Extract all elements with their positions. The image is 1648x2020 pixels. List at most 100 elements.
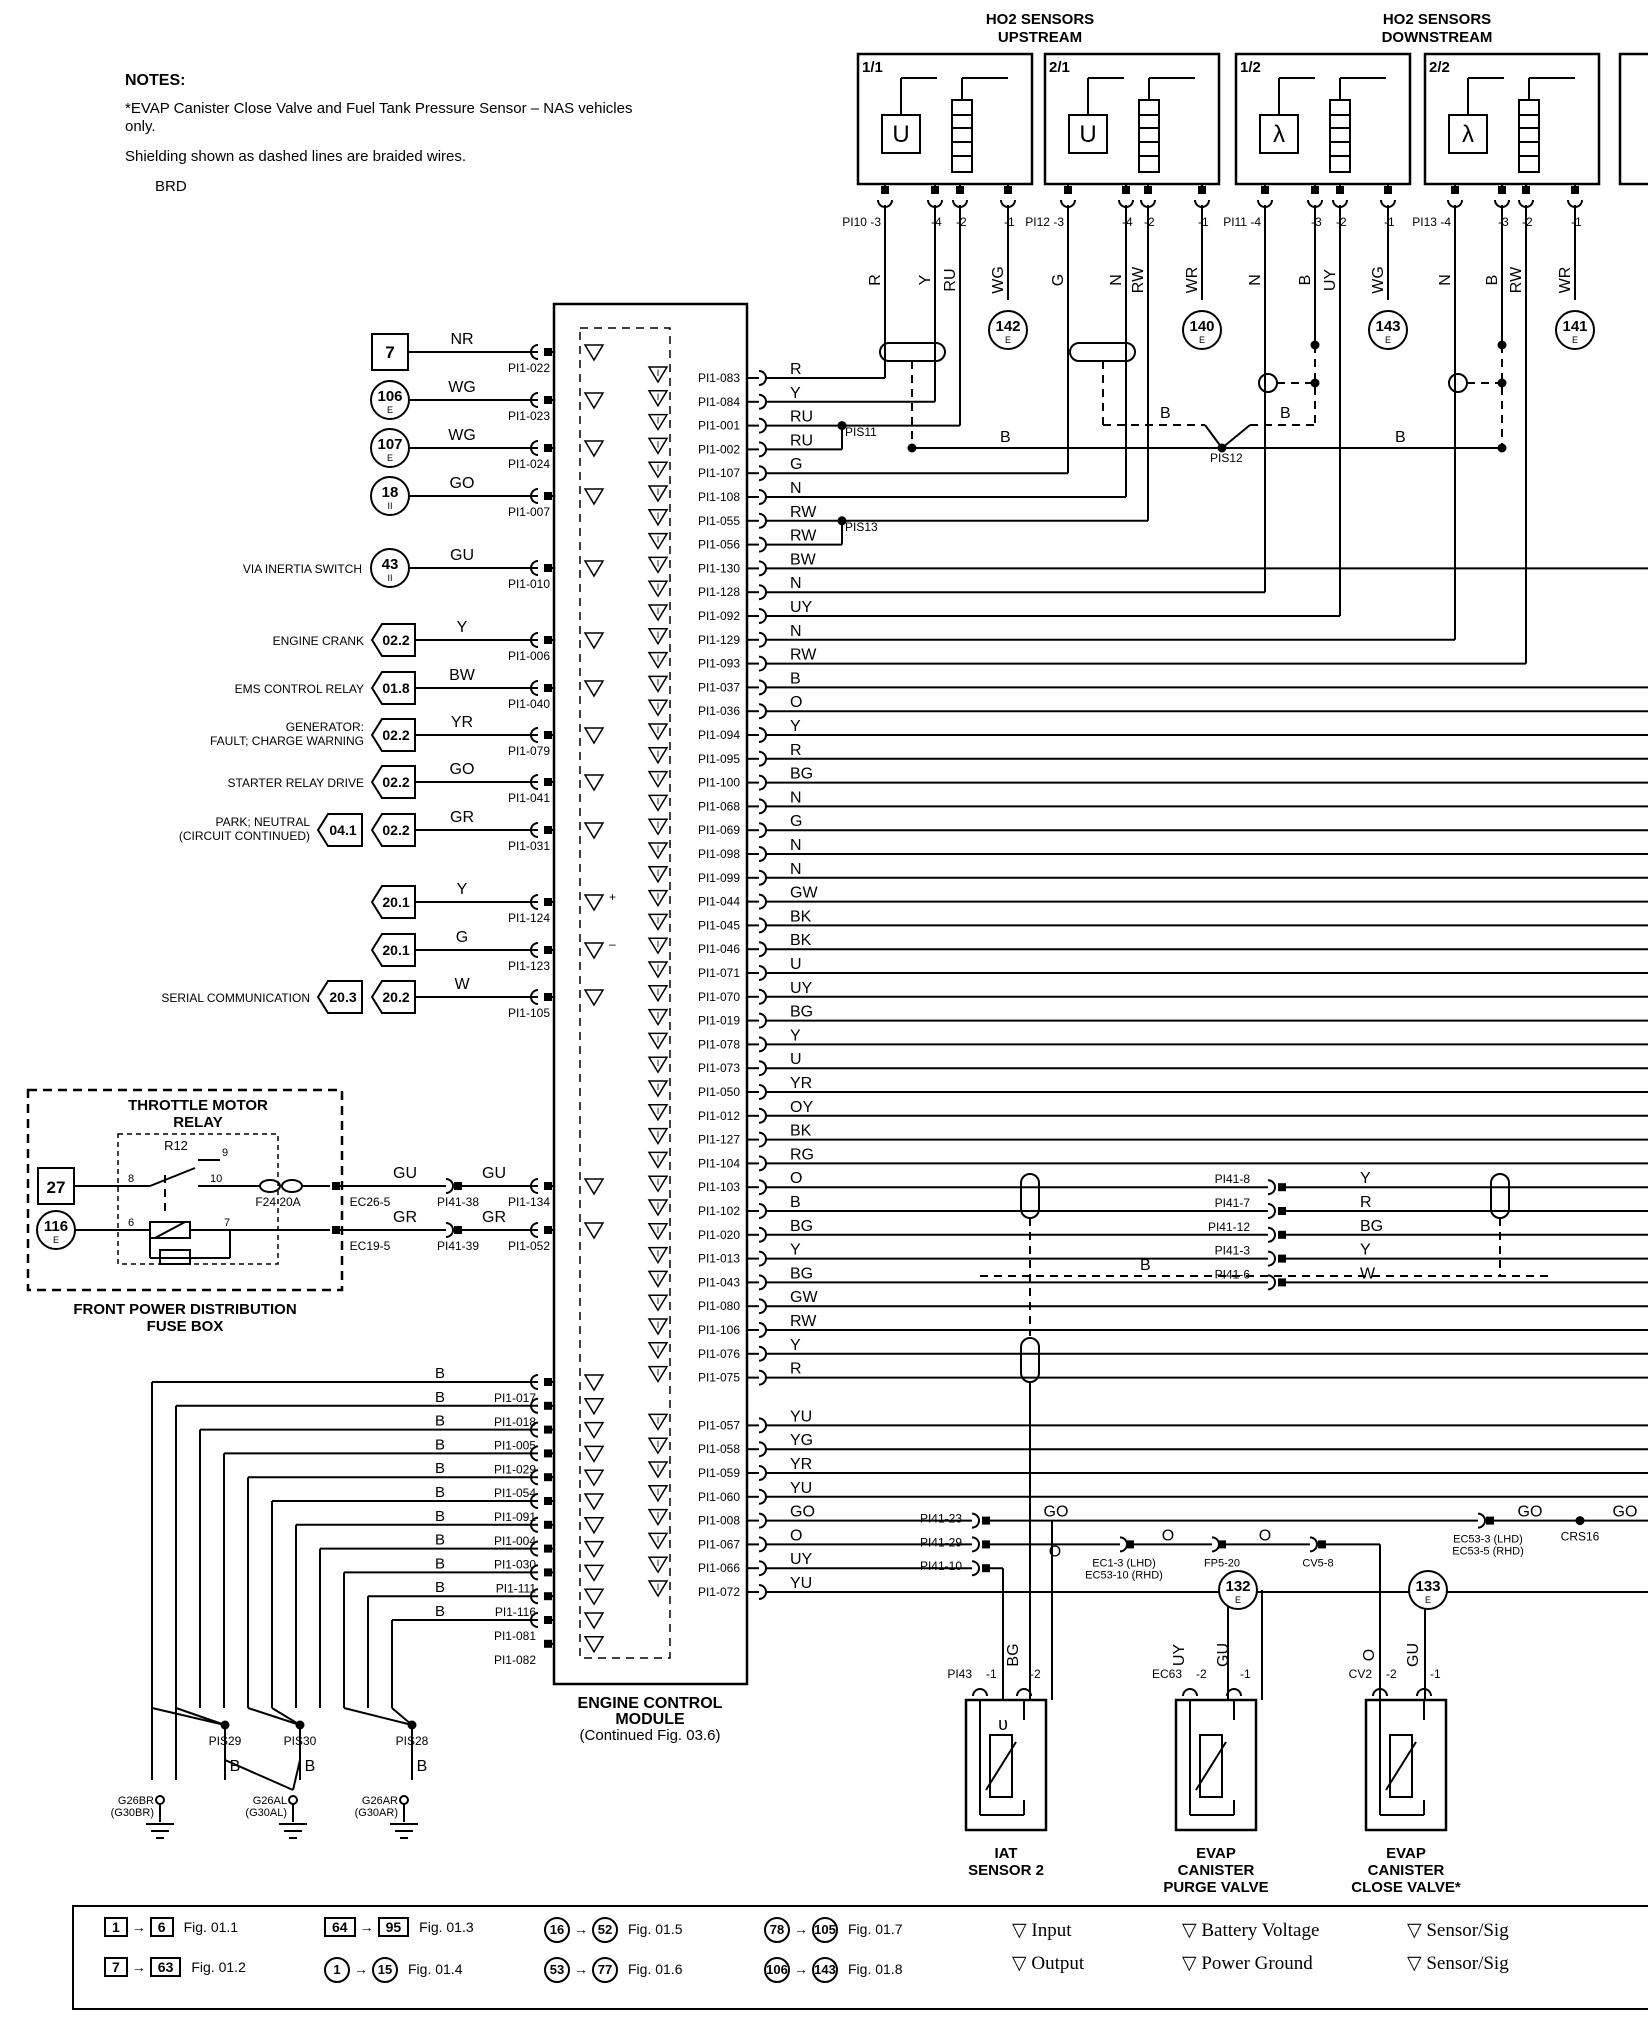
wire-color-label: B xyxy=(435,1555,445,1572)
pin-terminal xyxy=(758,1155,767,1172)
wire-color-label: YU xyxy=(790,1575,812,1592)
wire-color-label: BK xyxy=(790,932,812,949)
pin-polarity: + xyxy=(609,890,616,904)
wire-color-label: B xyxy=(1000,429,1011,446)
ecm-pin-label: PI1-083 xyxy=(698,371,740,385)
ground-terminal xyxy=(399,1795,409,1805)
ecm-label: ENGINE CONTROL xyxy=(578,1695,723,1712)
wire-color-label: B xyxy=(435,1365,445,1382)
component-ref xyxy=(1408,1570,1448,1610)
pin-type-mark: I xyxy=(657,535,660,545)
ref-arrow xyxy=(316,813,363,847)
pin-terminal xyxy=(758,1441,767,1458)
pin-type-icon xyxy=(647,1080,669,1098)
ho2-sensor-box xyxy=(1423,52,1601,186)
ecm-pin-label: PI1-013 xyxy=(698,1252,740,1266)
pin-type-mark: I xyxy=(657,963,660,973)
sensor-pin-terminal xyxy=(877,199,893,208)
wire-color-label: GR xyxy=(450,809,474,826)
wire-color-label: RW xyxy=(790,647,817,664)
wire-color-label: N xyxy=(790,861,802,878)
ground-label: G26BR xyxy=(118,1795,154,1807)
wire-color-label: B xyxy=(435,1460,445,1477)
pin-type-icon xyxy=(647,1318,669,1336)
ho2-ref-circle xyxy=(1182,310,1222,350)
fuse-box-label: FRONT POWER DISTRIBUTION xyxy=(73,1301,296,1318)
wire-color-label: BK xyxy=(790,908,812,925)
pin-type-mark: I xyxy=(657,392,660,402)
connector-ec1 xyxy=(1119,1536,1128,1553)
legend-from: 78 xyxy=(764,1917,790,1943)
pin-type-icon xyxy=(583,1517,605,1535)
pin-terminal xyxy=(758,536,767,553)
ecm-box xyxy=(552,302,749,1686)
sensor-wire-color: WR xyxy=(1184,267,1201,294)
ecm-label: MODULE xyxy=(615,1711,685,1728)
sensor-wire-color: N xyxy=(1437,274,1454,286)
ho2-header: HO2 SENSORS xyxy=(986,11,1094,28)
pin-type-icon xyxy=(647,1365,669,1384)
wire-color-label: BG xyxy=(790,1265,813,1282)
pin-type-mark: I xyxy=(657,796,660,806)
pin-terminal xyxy=(758,631,767,648)
sensor-pin: -2 xyxy=(956,215,967,229)
pin-terminal xyxy=(758,1274,767,1291)
pin-type-icon xyxy=(647,866,669,884)
pin-type-icon xyxy=(647,1104,669,1122)
legend-symbol: ▽ Battery Voltage xyxy=(1182,1920,1320,1941)
ecm-pin-label: PI1-046 xyxy=(698,942,740,956)
wire-color-label: B xyxy=(230,1758,241,1775)
component-diag xyxy=(1195,1741,1227,1791)
pin-terminal xyxy=(758,608,767,624)
ref-arrow xyxy=(316,980,363,1014)
sensor-pin: -2 xyxy=(1144,215,1155,229)
sensor-wire-color: G xyxy=(1050,274,1067,286)
pin-type-icon xyxy=(647,1580,669,1598)
pi41-wire-color: R xyxy=(1360,1194,1372,1211)
wire-color-label: O xyxy=(1361,1649,1378,1661)
sensor-pin: PI13 -4 xyxy=(1412,215,1451,229)
wire-color-label: B xyxy=(435,1532,445,1549)
ecm-left-pin: PI1-005 xyxy=(494,1439,536,1453)
wire-color-label: O xyxy=(1049,1543,1061,1560)
component-name: CANISTER xyxy=(1178,1862,1255,1879)
ref-number: 7 xyxy=(385,343,394,362)
pin-type-icon xyxy=(647,1485,669,1503)
wire-color-label: N xyxy=(790,837,802,854)
arrow-icon: → xyxy=(794,1961,808,1977)
splice-label: CRS16 xyxy=(1561,1530,1600,1544)
component-pin-label: -2 xyxy=(1386,1667,1397,1681)
legend-from: 64 xyxy=(324,1917,356,1937)
pin-type-mark: I xyxy=(657,654,660,664)
pin-terminal xyxy=(758,1203,767,1219)
splice-dot xyxy=(837,516,847,526)
wire-color-label: GU xyxy=(1405,1643,1422,1667)
wire-color-label: B xyxy=(435,1579,445,1596)
component-pin-label: -2 xyxy=(1196,1667,1207,1681)
pin-terminal xyxy=(758,441,767,458)
wire-color-label: GW xyxy=(790,1289,818,1306)
pin-type-mark: I xyxy=(657,1106,660,1116)
ecm-pin-label: PI1-001 xyxy=(698,419,740,433)
ref-number: 20.1 xyxy=(382,894,409,910)
connector-label: FP5-20 xyxy=(1204,1557,1240,1569)
sensor-wire-color: WG xyxy=(990,266,1007,294)
legend-symbol: ▽ Power Ground xyxy=(1182,1953,1313,1974)
pin-terminal xyxy=(758,417,767,434)
ecm-pin-label: PI1-043 xyxy=(698,1275,740,1289)
pin-type-icon xyxy=(647,1223,669,1241)
sensor-pin: -3 xyxy=(1498,215,1509,229)
pin-type-icon xyxy=(583,1178,605,1196)
ref-sub: E xyxy=(1385,335,1391,345)
ecm-pin-label: PI1-060 xyxy=(698,1490,740,1504)
wire-color-label: N xyxy=(790,575,802,592)
pin-terminal xyxy=(758,1465,767,1481)
wire-color-label: YU xyxy=(790,1480,812,1497)
pin-type-icon xyxy=(647,747,669,765)
shield-b xyxy=(1221,424,1251,449)
pin-type-icon xyxy=(647,1127,669,1146)
pin-type-icon xyxy=(647,985,669,1003)
ecm-pin-label: PI1-099 xyxy=(698,871,740,885)
